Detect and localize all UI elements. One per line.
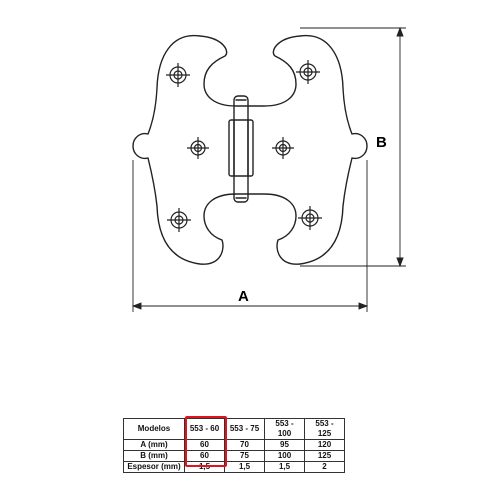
hinge-knuckle bbox=[233, 95, 249, 203]
table-header-cell: 553 - 75 bbox=[224, 418, 265, 440]
screw-hole-icon bbox=[298, 206, 322, 230]
table-row-label: Espesor (mm) bbox=[123, 461, 185, 473]
hinge-plate-outline bbox=[132, 34, 368, 265]
dimension-a-label: A bbox=[238, 288, 249, 305]
hinge-knuckle-center bbox=[228, 119, 254, 177]
dimension-b-arrow-bottom bbox=[396, 257, 404, 268]
table-header-label: Modelos bbox=[123, 418, 185, 440]
table-header-cell: 553 - 125 bbox=[304, 418, 345, 440]
dimension-a-arrow-right bbox=[358, 302, 369, 310]
selected-model-highlight bbox=[185, 416, 227, 467]
screw-hole-icon bbox=[296, 60, 320, 84]
table-cell: 2 bbox=[304, 461, 345, 473]
dimension-a-arrow-left bbox=[131, 302, 142, 310]
screw-hole-icon bbox=[166, 63, 190, 87]
table-cell: 1,5 bbox=[224, 461, 265, 473]
table-row-label: A (mm) bbox=[123, 439, 185, 451]
table-cell: 95 bbox=[264, 439, 305, 451]
dimension-b-arrow-top bbox=[396, 26, 404, 37]
table-cell: 125 bbox=[304, 450, 345, 462]
table-header-cell: 553 - 100 bbox=[264, 418, 305, 440]
table-row-label: B (mm) bbox=[123, 450, 185, 462]
table-cell: 1,5 bbox=[264, 461, 305, 473]
table-header-row: Modelos 553 - 60 553 - 75 553 - 100 553 … bbox=[123, 418, 345, 440]
screw-hole-icon bbox=[187, 137, 209, 159]
table-row: B (mm) 60 75 100 125 bbox=[123, 450, 345, 462]
table-cell: 120 bbox=[304, 439, 345, 451]
dimension-b-label: B bbox=[376, 134, 387, 151]
table-row: Espesor (mm) 1,5 1,5 1,5 2 bbox=[123, 461, 345, 473]
table-row: A (mm) 60 70 95 120 bbox=[123, 439, 345, 451]
table-cell: 100 bbox=[264, 450, 305, 462]
screw-holes bbox=[166, 60, 322, 232]
specifications-table: Modelos 553 - 60 553 - 75 553 - 100 553 … bbox=[123, 418, 345, 473]
table-cell: 70 bbox=[224, 439, 265, 451]
screw-hole-icon bbox=[167, 208, 191, 232]
table-cell: 75 bbox=[224, 450, 265, 462]
screw-hole-icon bbox=[272, 137, 294, 159]
